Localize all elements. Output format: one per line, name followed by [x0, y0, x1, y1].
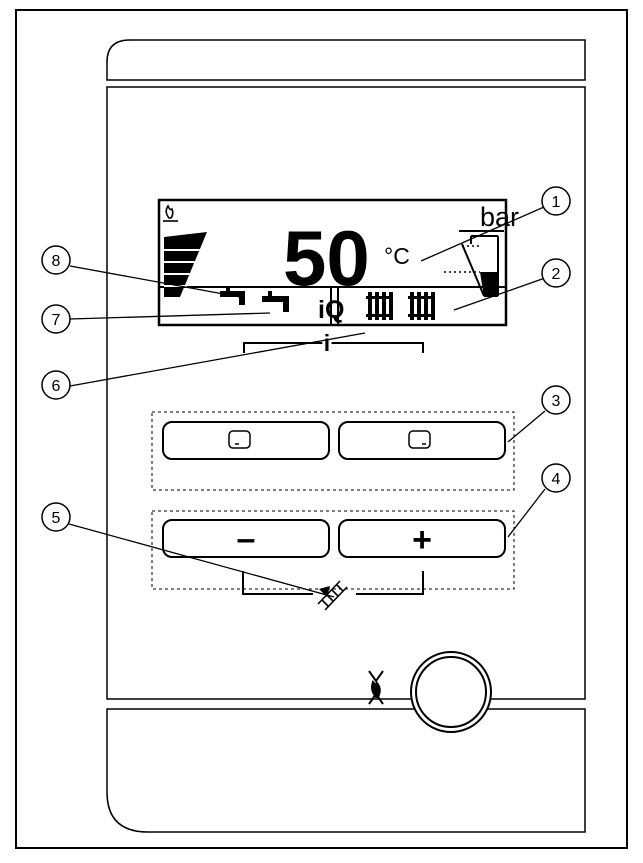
callout-leaders	[68, 206, 546, 598]
callout-7: 7	[41, 304, 71, 334]
temperature-value: 50	[283, 214, 370, 302]
minus-label: –	[237, 520, 256, 558]
flame-level-bar	[164, 232, 207, 297]
info-bracket: i	[243, 327, 424, 359]
info-symbol: i	[324, 330, 330, 356]
minus-button[interactable]: –	[162, 519, 330, 558]
pressure-unit: bar	[480, 202, 519, 232]
hot-water-tap-icon	[220, 287, 245, 305]
svg-text:7: 7	[52, 312, 61, 329]
outer-frame	[15, 9, 628, 849]
right-softkey-label	[337, 287, 435, 325]
softkey-icon	[408, 430, 431, 449]
plus-label: +	[412, 521, 432, 559]
svg-text:1: 1	[552, 194, 561, 211]
burner-symbol-icon	[368, 670, 384, 705]
callout-5: 5	[41, 502, 71, 532]
left-softkey-label	[262, 287, 332, 325]
temperature-unit: °C	[384, 243, 410, 269]
callout-4: 4	[541, 463, 571, 493]
chimney-sweep-bracket	[242, 571, 424, 611]
svg-text:4: 4	[552, 471, 561, 488]
chimney-sweep-ladder-icon	[317, 580, 348, 611]
callout-1: 1	[541, 186, 571, 216]
svg-text:5: 5	[52, 510, 61, 527]
svg-text:6: 6	[52, 378, 61, 395]
callout-8: 8	[41, 245, 71, 275]
softkey-group-outline	[151, 411, 515, 491]
main-switch-button[interactable]	[415, 656, 487, 728]
gas-flame-icon	[163, 204, 178, 222]
svg-text:8: 8	[52, 253, 61, 270]
svg-text:3: 3	[552, 393, 561, 410]
callout-2: 2	[541, 258, 571, 288]
callout-3: 3	[541, 385, 571, 415]
plus-button[interactable]: +	[338, 519, 506, 559]
softkey-icon	[228, 430, 251, 449]
lcd-display: bar 50 °C iQ	[157, 198, 519, 327]
bottom-cover	[106, 708, 586, 833]
svg-text:2: 2	[552, 266, 561, 283]
right-softkey-button[interactable]	[338, 421, 506, 460]
lcd-frame	[157, 198, 508, 327]
main-panel	[106, 86, 586, 700]
radiator-icon	[366, 292, 393, 320]
pressure-gauge	[444, 235, 499, 297]
top-cover	[106, 39, 586, 81]
callout-6: 6	[41, 370, 71, 400]
left-softkey-button[interactable]	[162, 421, 330, 460]
